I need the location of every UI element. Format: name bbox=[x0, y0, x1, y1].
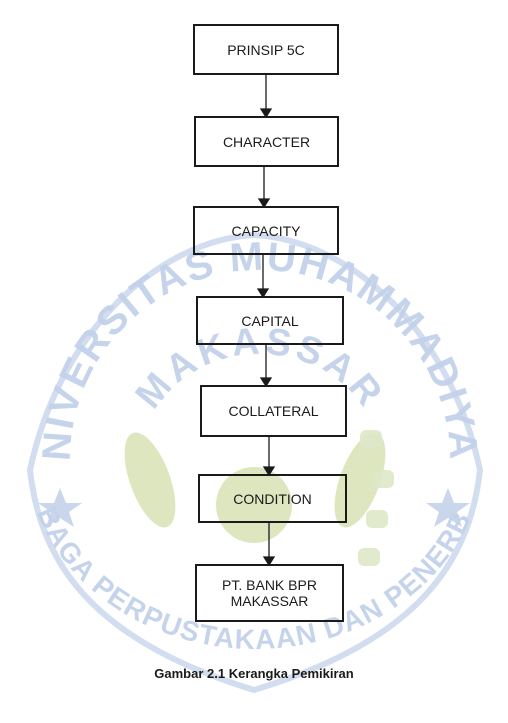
box-label: CHARACTER bbox=[222, 133, 311, 150]
emblem-icon bbox=[124, 432, 386, 543]
box-label: CAPITAL bbox=[241, 312, 299, 329]
box-label: COLLATERAL bbox=[228, 403, 319, 419]
star-icon bbox=[38, 488, 470, 527]
box-bank: PT. BANK BPR MAKASSAR bbox=[195, 564, 344, 622]
box-label: CONDITION bbox=[233, 490, 312, 507]
box-label: PRINSIP 5C bbox=[227, 41, 305, 58]
box-label: PT. BANK BPR MAKASSAR bbox=[222, 577, 317, 609]
box-capital: CAPITAL bbox=[196, 296, 344, 345]
box-condition: CONDITION bbox=[198, 474, 347, 523]
box-character: CHARACTER bbox=[194, 116, 339, 167]
box-collateral: COLLATERAL bbox=[200, 385, 347, 437]
box-prinsip-5c: PRINSIP 5C bbox=[193, 24, 339, 75]
box-capacity: CAPACITY bbox=[193, 206, 339, 255]
box-label: CAPACITY bbox=[231, 222, 301, 239]
figure-caption: Gambar 2.1 Kerangka Pemikiran bbox=[154, 666, 354, 681]
